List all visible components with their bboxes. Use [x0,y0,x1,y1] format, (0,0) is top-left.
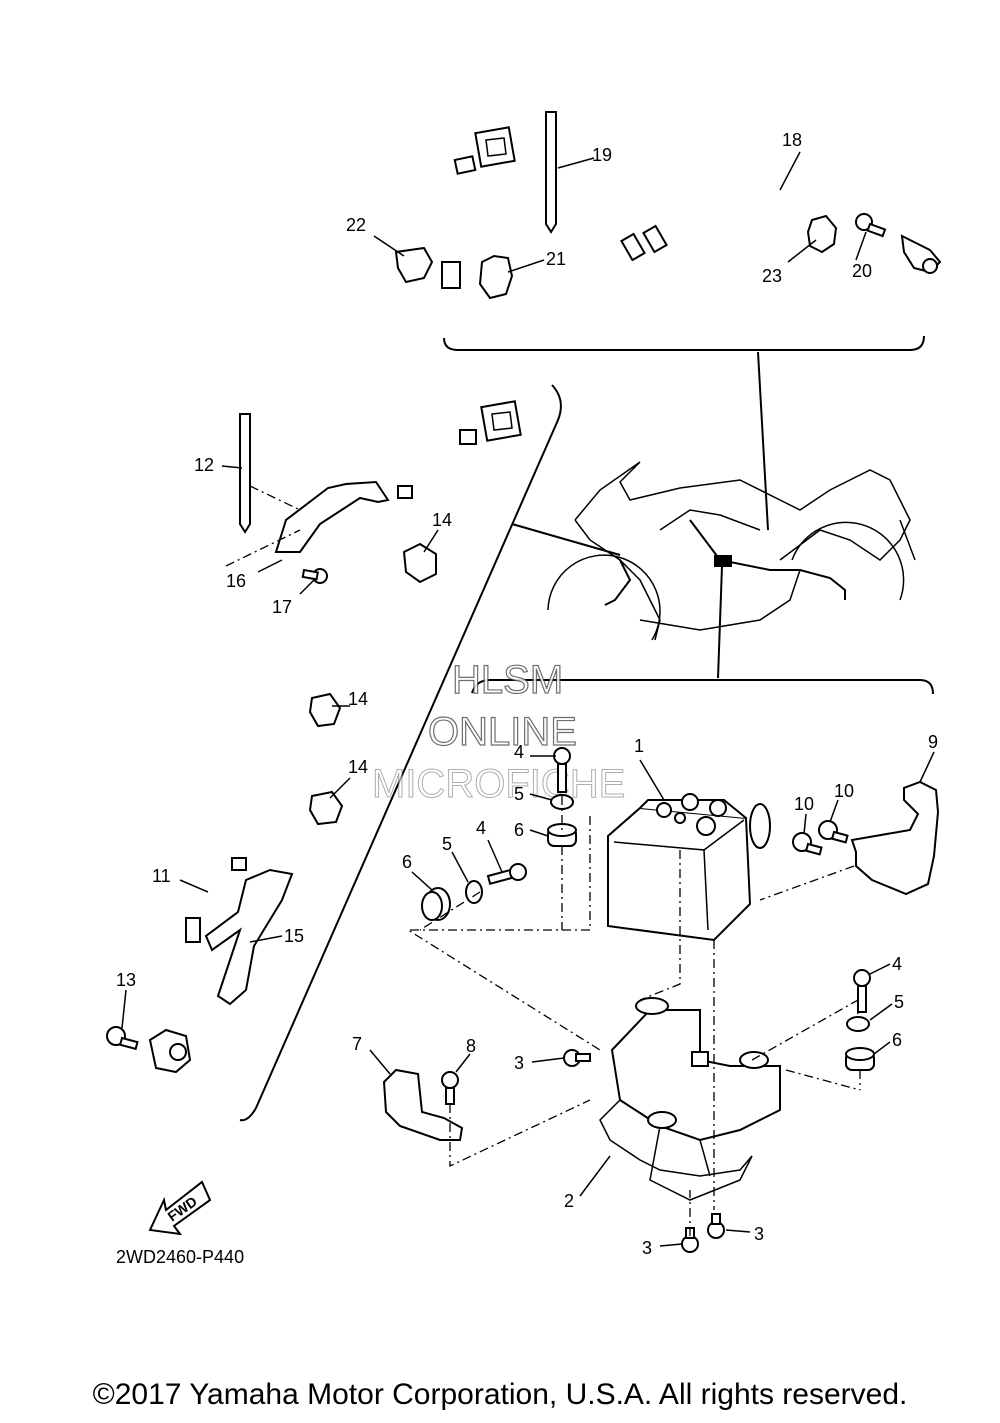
cable-tie-12 [239,413,251,534]
grommet-6-left [421,887,451,921]
part-code: 2WD2460-P440 [116,1247,244,1267]
copyright-notice: ©2017 Yamaha Motor Corporation, U.S.A. A… [92,1378,908,1411]
rear-wheel-sensor-lead [396,126,942,317]
assembly-dashed-lines [225,485,861,1236]
leader-line-unit [717,565,723,679]
callout-5-left: 5 [442,834,452,854]
bolt-20 [855,213,887,238]
callout-6-top: 6 [514,820,524,840]
clamp-14-lower [308,790,344,826]
callout-18: 18 [782,130,802,150]
callout-3-left: 3 [514,1053,524,1073]
callout-10-left: 10 [794,794,814,814]
callout-10-right: 10 [834,781,854,801]
callout-13: 13 [116,970,136,990]
cover-7 [382,1068,464,1141]
watermark-line-3: MICROFICHE [372,762,625,806]
bolt-4-right [853,969,871,1013]
collar-5-left [465,880,483,904]
callout-4-right: 4 [892,954,902,974]
callout-12: 12 [194,455,214,475]
callout-11: 11 [152,866,171,886]
bolt-10-right [818,820,849,844]
bolt-17 [301,568,328,584]
callout-2: 2 [564,1191,574,1211]
callout-9: 9 [928,732,938,752]
motorcycle-silhouette [547,461,916,641]
callout-22: 22 [346,215,366,235]
leader-line-rear [757,351,769,531]
collar-5-right [846,1016,870,1032]
watermark-line-2: ONLINE [428,710,577,754]
callout-23: 23 [762,266,782,286]
fwd-arrow-icon: FWD [148,1180,212,1236]
callout-14-middle: 14 [348,689,368,709]
callout-7: 7 [352,1034,362,1054]
callout-15: 15 [284,926,304,946]
grommet-6-top [547,823,577,847]
front-wheel-sensor-lead [148,400,522,1074]
callout-3-bottom-left: 3 [642,1238,652,1258]
callout-16: 16 [226,571,246,591]
callout-14-upper: 14 [432,510,452,530]
cable-tie-19 [545,111,557,234]
callout-5-right: 5 [894,992,904,1012]
callout-14-lower: 14 [348,757,368,777]
bolt-3-left [563,1049,591,1067]
callout-6-left: 6 [402,852,412,872]
clip-22 [394,246,434,284]
clamp-14-upper [402,542,437,584]
clamp-23 [806,214,838,254]
callout-17: 17 [272,597,292,617]
hydraulic-unit-section-bracket [471,679,934,695]
front-sensor-section-bracket [239,384,562,1122]
stay-16 [274,480,390,553]
callout-19: 19 [592,145,612,165]
callout-5-top: 5 [514,784,524,804]
stay-9 [850,780,940,896]
callout-8: 8 [466,1036,476,1056]
callout-6-right: 6 [892,1030,902,1050]
bolt-4-left [486,863,527,885]
callout-21: 21 [546,249,566,269]
clamp-14-middle [308,692,342,728]
stay-15 [204,868,294,1006]
callout-3-bottom-right: 3 [754,1224,764,1244]
hydraulic-unit-assembly-1 [607,793,771,942]
watermark-line-1: HLSM [452,658,563,702]
rear-sensor-section-bracket [443,335,925,351]
callout-1: 1 [634,736,644,756]
grommet-6-right [845,1047,875,1071]
clamp-21 [478,254,514,300]
leader-line-front [511,523,621,556]
bolt-8 [441,1071,459,1105]
callout-4-left: 4 [476,818,486,838]
bolt-13 [106,1026,139,1051]
callout-4-top: 4 [514,742,524,762]
bracket-2 [599,997,781,1201]
bolt-10-left [792,832,823,856]
callout-20: 20 [852,261,872,281]
bolt-3-bottom-right [707,1213,725,1239]
callout-leader-lines [121,151,935,1247]
